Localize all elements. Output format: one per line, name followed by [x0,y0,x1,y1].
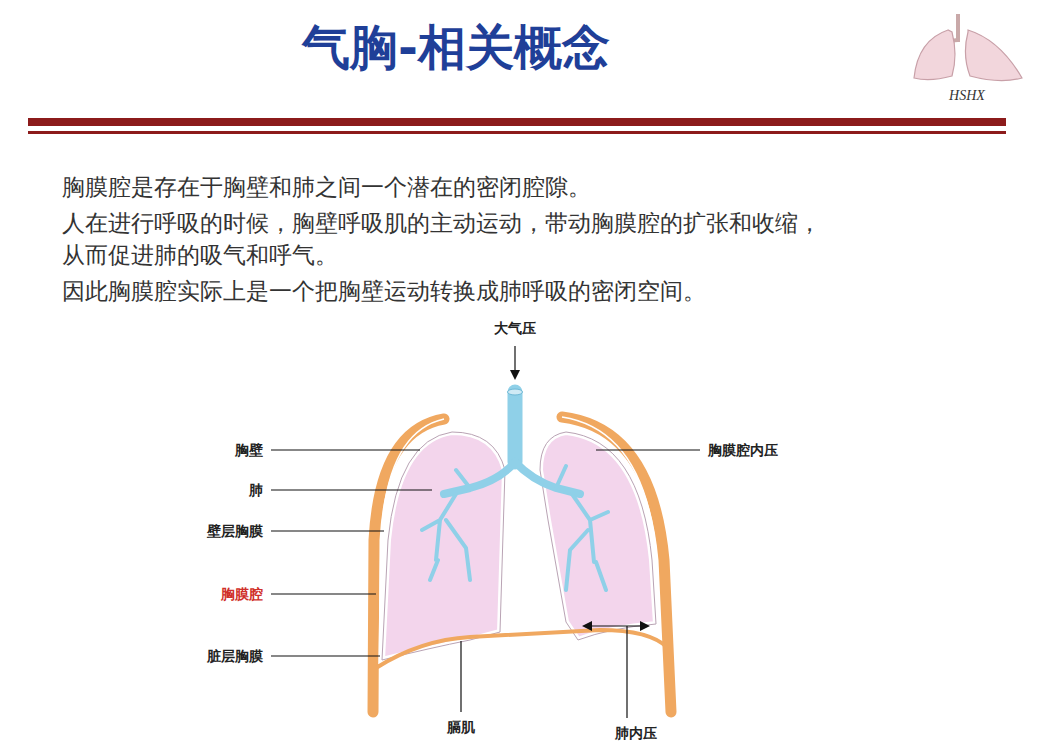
leader-lines [271,346,700,718]
part-label: 壁层胸膜 [207,523,263,540]
slide-title: 气胸-相关概念 [302,19,610,77]
chest-wall [373,419,444,712]
body-text: 因此胸膜腔实际上是一个把胸壁运动转换成肺呼吸的密闭空间。 [62,278,706,306]
trachea-top [508,389,523,395]
airway [422,392,608,590]
visceral-pleura [382,432,505,660]
parietal-pleura [379,419,444,664]
part-label: 胸膜腔 [221,586,263,603]
title-rule [28,118,1006,126]
parietal-pleura [562,417,660,628]
part-label: 脏层胸膜 [207,648,263,665]
part-label: 肺 [249,482,263,499]
body-text: 从而促进肺的吸气和呼气。 [62,242,338,270]
logo-lungs [914,14,1022,81]
body-text: 胸膜腔是存在于胸壁和肺之间一个潜在的密闭腔隙。 [62,174,591,202]
part-label: 大气压 [494,320,536,337]
diaphragm [376,630,668,668]
part-label: 膈肌 [447,719,475,736]
chest-wall [562,417,671,712]
part-label: 胸壁 [235,442,263,459]
part-label: 胸膜腔内压 [708,442,778,459]
left-lung [382,432,505,660]
part-label: 肺内压 [615,725,657,742]
title-rule [28,131,1006,134]
body-text: 人在进行呼吸的时候，胸壁呼吸肌的主动运动，带动胸膜腔的扩张和收缩， [62,210,821,238]
logo-text: HSHX [949,88,985,105]
